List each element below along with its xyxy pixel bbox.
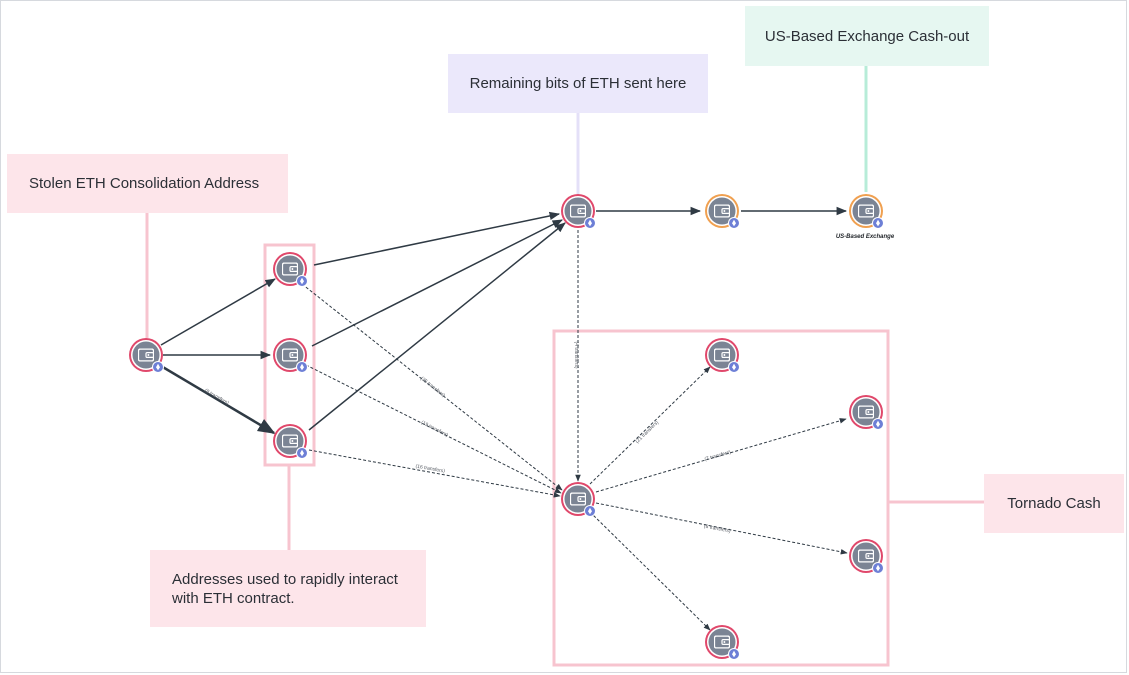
remaining-eth-callout-text: Remaining bits of ETH sent here [469,75,687,92]
edge-tornado-t3 [595,502,848,555]
edge-tornado-t1 [589,366,711,485]
edge-a2-tornado [305,364,562,494]
addresses-callout-text: Addresses used to rapidly interact with … [172,570,398,607]
node-tornado-out-1[interactable] [705,338,740,373]
edge-label-a1-tornado: (25 transfers) [419,376,446,399]
edge-a3-remaining [308,222,566,431]
addresses-callout: Addresses used to rapidly interact with … [150,550,426,627]
node-tornado-out-2[interactable] [849,395,884,430]
edge-source-a3 [160,364,276,435]
node-tornado-out-4[interactable] [705,625,740,660]
edge-a1-tornado [301,283,563,491]
edge-source-a1 [160,278,276,346]
node-remaining[interactable] [561,194,596,229]
tornado-cash-box [552,329,890,667]
node-tornado-out-3[interactable] [849,539,884,574]
node-tornado-hub[interactable] [561,482,596,517]
edge-tornado-t4 [589,511,711,631]
node-address-2[interactable] [273,338,308,373]
stolen-eth-callout: Stolen ETH Consolidation Address [7,154,288,213]
node-source[interactable] [129,338,164,373]
edges [160,206,848,631]
tornado-cash-callout-text: Tornado Cash [1007,495,1101,512]
node-us-exchange[interactable] [849,194,884,229]
edge-tornado-t2 [595,418,847,493]
us-exchange-callout: US-Based Exchange Cash-out [745,6,989,66]
node-intermediate[interactable] [705,194,740,229]
edge-label-a2-tornado: (19 transfers) [420,420,450,439]
edge-label-source-a3: (8 transfers) [203,388,230,407]
nodes [129,194,884,660]
node-address-3[interactable] [273,424,308,459]
node-address-1[interactable] [273,252,308,287]
tornado-cash-callout: Tornado Cash [984,474,1124,533]
us-exchange-callout-text: US-Based Exchange Cash-out [764,27,970,45]
edge-label-remaining-tornado: (4 transfers) [573,342,579,369]
edge-label-tornado-t2: (7 transfers) [704,449,732,462]
edge-label-tornado-t3: (8 transfers) [703,524,731,535]
edge-label-tornado-t1: (21 transfers) [635,420,661,445]
stolen-eth-callout-text: Stolen ETH Consolidation Address [29,175,260,192]
edge-label-a3-tornado: (16 transfers) [415,463,446,474]
callout-connectors [145,66,984,550]
remaining-eth-callout: Remaining bits of ETH sent here [448,54,708,113]
edge-a3-tornado [308,449,561,498]
us-exchange-node-label: US-Based Exchange [836,234,895,240]
edge-a1-remaining [313,211,561,266]
